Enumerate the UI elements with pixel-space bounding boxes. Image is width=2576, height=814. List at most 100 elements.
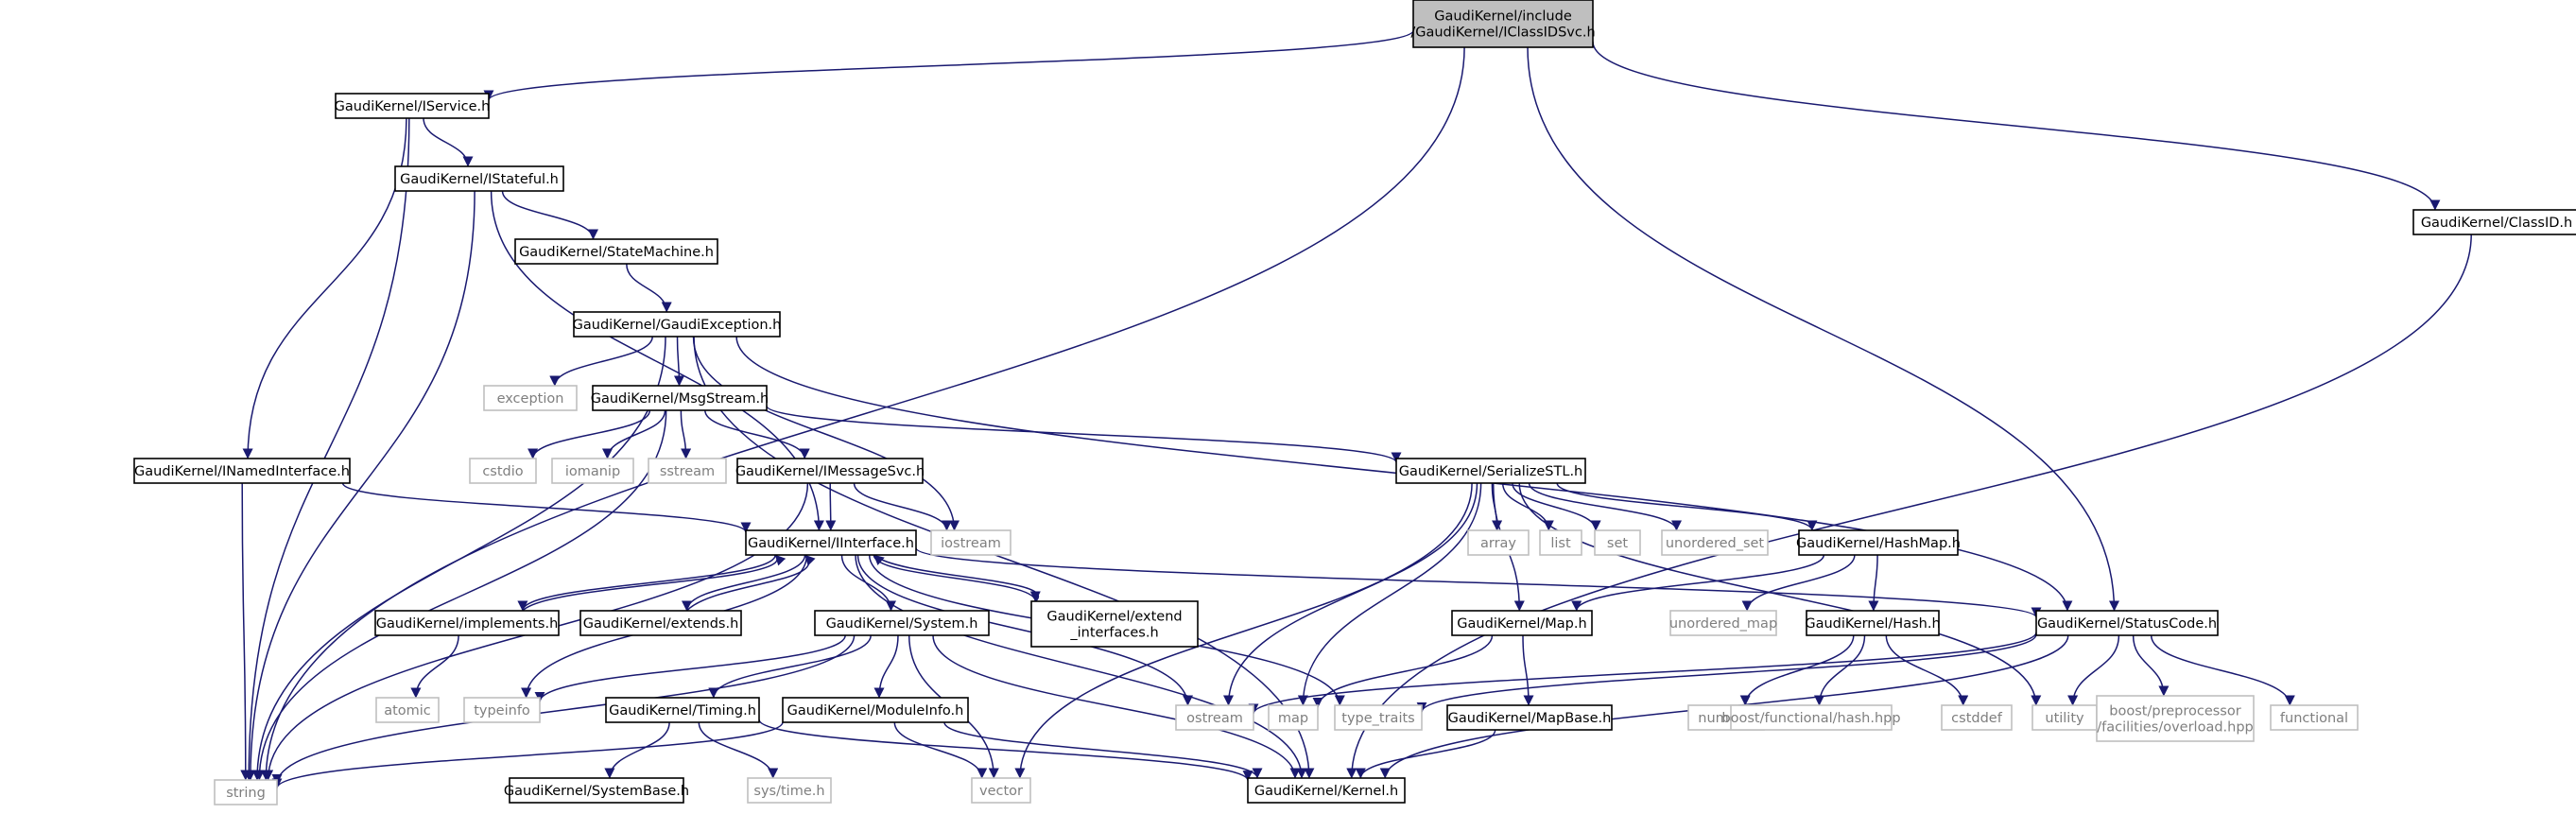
node-box	[469, 458, 537, 484]
node-label: iostream	[941, 536, 1001, 551]
node-array: array	[1467, 529, 1530, 556]
node-label: boost/functional/hash.hpp	[1721, 711, 1900, 726]
node-box	[394, 165, 564, 192]
node-moduleinfo[interactable]: GaudiKernel/ModuleInfo.h	[782, 697, 969, 723]
node-gaudiexception[interactable]: GaudiKernel/GaudiException.h	[573, 311, 782, 338]
node-string: string	[214, 779, 278, 805]
node-map_h[interactable]: GaudiKernel/Map.h	[1451, 610, 1593, 636]
node-label: sstream	[660, 464, 715, 479]
node-box	[1594, 529, 1641, 556]
node-list: list	[1539, 529, 1582, 556]
node-serializestl[interactable]: GaudiKernel/SerializeSTL.h	[1395, 458, 1586, 484]
node-iomanip: iomanip	[551, 458, 634, 484]
edge-gaudiexception-to-kernel	[693, 336, 1315, 779]
node-box	[1175, 704, 1254, 731]
node-box	[551, 458, 634, 484]
node-label: GaudiKernel/MsgStream.h	[591, 391, 769, 407]
edge-statuscode-to-functional	[2150, 634, 2295, 706]
node-implements[interactable]: GaudiKernel/implements.h	[374, 610, 560, 636]
node-hashmap[interactable]: GaudiKernel/HashMap.h	[1796, 529, 1961, 556]
node-unordered_map: unordered_map	[1669, 610, 1777, 636]
node-set: set	[1594, 529, 1641, 556]
node-statuscode[interactable]: GaudiKernel/StatusCode.h	[2035, 610, 2219, 636]
node-label: GaudiKernel/StateMachine.h	[519, 245, 714, 260]
edge-root-to-statuscode	[1527, 46, 2119, 612]
node-label: GaudiKernel/implements.h	[376, 616, 559, 632]
node-label: GaudiKernel/include	[1434, 9, 1572, 25]
edge-statuscode-to-utility	[2067, 634, 2120, 706]
edge-gaudiexception-to-iostream	[692, 336, 960, 531]
edge-system-to-kernel	[932, 634, 1301, 779]
node-timing[interactable]: GaudiKernel/Timing.h	[605, 697, 760, 723]
node-box	[814, 610, 990, 636]
edge-hashmap-to-unordered_map	[1741, 554, 1856, 612]
node-istateful[interactable]: GaudiKernel/IStateful.h	[394, 165, 564, 192]
node-label: GaudiKernel/ModuleInfo.h	[787, 703, 964, 719]
node-mapbase[interactable]: GaudiKernel/MapBase.h	[1446, 704, 1613, 731]
node-box	[374, 610, 560, 636]
edge-moduleinfo-to-string	[271, 721, 784, 789]
node-box	[782, 697, 969, 723]
node-kernel[interactable]: GaudiKernel/Kernel.h	[1247, 777, 1406, 804]
edge-msgstream-to-sstream	[680, 409, 692, 459]
edge-istateful-to-statemachine	[501, 190, 598, 240]
node-label: map	[1278, 711, 1308, 726]
node-iservice[interactable]: GaudiKernel/IService.h	[335, 93, 491, 119]
node-iostream: iostream	[930, 529, 1011, 556]
node-typeinfo: typeinfo	[463, 697, 541, 723]
node-extend_interfaces[interactable]: GaudiKernel/extend_interfaces.h	[1030, 600, 1199, 648]
edge-implements-to-iinterface	[522, 554, 787, 612]
edge-system-to-string	[271, 634, 856, 786]
edge-system-to-typeinfo	[534, 634, 846, 702]
node-label: GaudiKernel/Kernel.h	[1254, 784, 1398, 799]
edge-statuscode-to-boost_overload	[2132, 634, 2170, 697]
edge-iinterface-to-ostream	[856, 554, 1193, 706]
node-label: GaudiKernel/extend	[1046, 610, 1182, 625]
node-box	[1247, 777, 1406, 804]
node-label: GaudiKernel/Timing.h	[609, 703, 756, 719]
node-hash_h[interactable]: GaudiKernel/Hash.h	[1805, 610, 1941, 636]
node-label: type_traits	[1341, 711, 1414, 726]
node-classid[interactable]: GaudiKernel/ClassID.h	[2412, 209, 2576, 235]
edge-root-to-iservice	[483, 29, 1414, 101]
node-system[interactable]: GaudiKernel/System.h	[814, 610, 990, 636]
node-box	[2035, 610, 2219, 636]
node-inamedinterface[interactable]: GaudiKernel/INamedInterface.h	[133, 458, 351, 484]
node-label: GaudiKernel/Map.h	[1457, 616, 1586, 632]
edge-iservice-to-istateful	[423, 117, 474, 167]
node-box	[1730, 704, 1893, 731]
node-extends[interactable]: GaudiKernel/extends.h	[579, 610, 742, 636]
edge-statemachine-to-gaudiexception	[626, 263, 672, 313]
edge-timing-to-systime	[698, 721, 779, 779]
edge-iservice-to-inamedinterface	[242, 117, 407, 459]
node-msgstream[interactable]: GaudiKernel/MsgStream.h	[591, 385, 769, 411]
node-box	[1334, 704, 1423, 731]
edge-iinterface-to-kernel	[855, 554, 1307, 779]
node-label: /facilities/overload.hpp	[2097, 720, 2254, 736]
node-label: GaudiKernel/IService.h	[335, 99, 491, 114]
edge-iinterface-to-statuscode	[915, 546, 2042, 618]
node-systime: sys/time.h	[747, 777, 832, 804]
edge-hash_h-to-boost_hash	[1814, 634, 1866, 706]
node-box	[592, 385, 768, 411]
node-box	[1395, 458, 1586, 484]
node-label: cstddef	[1951, 711, 2003, 726]
node-functional: functional	[2270, 704, 2359, 731]
node-label: GaudiKernel/GaudiException.h	[573, 318, 782, 333]
edge-root-to-string	[260, 46, 1465, 781]
node-map: map	[1268, 704, 1319, 731]
node-root[interactable]: GaudiKernel/include/GaudiKernel/IClassID…	[1410, 0, 1596, 48]
node-box	[1806, 610, 1940, 636]
node-label: /GaudiKernel/IClassIDSvc.h	[1410, 26, 1595, 41]
node-box	[2270, 704, 2359, 731]
node-iinterface[interactable]: GaudiKernel/IInterface.h	[745, 529, 917, 556]
node-statemachine[interactable]: GaudiKernel/StateMachine.h	[514, 238, 718, 265]
node-systembase[interactable]: GaudiKernel/SystemBase.h	[504, 777, 689, 804]
node-utility: utility	[2031, 704, 2098, 731]
node-box	[1661, 529, 1769, 556]
edge-serializestl-to-map	[1297, 482, 1482, 706]
node-boost_overload: boost/preprocessor/facilities/overload.h…	[2096, 695, 2255, 742]
node-imessagesvc[interactable]: GaudiKernel/IMessageSvc.h	[735, 458, 925, 484]
edge-msgstream-to-imessagesvc	[704, 409, 810, 459]
